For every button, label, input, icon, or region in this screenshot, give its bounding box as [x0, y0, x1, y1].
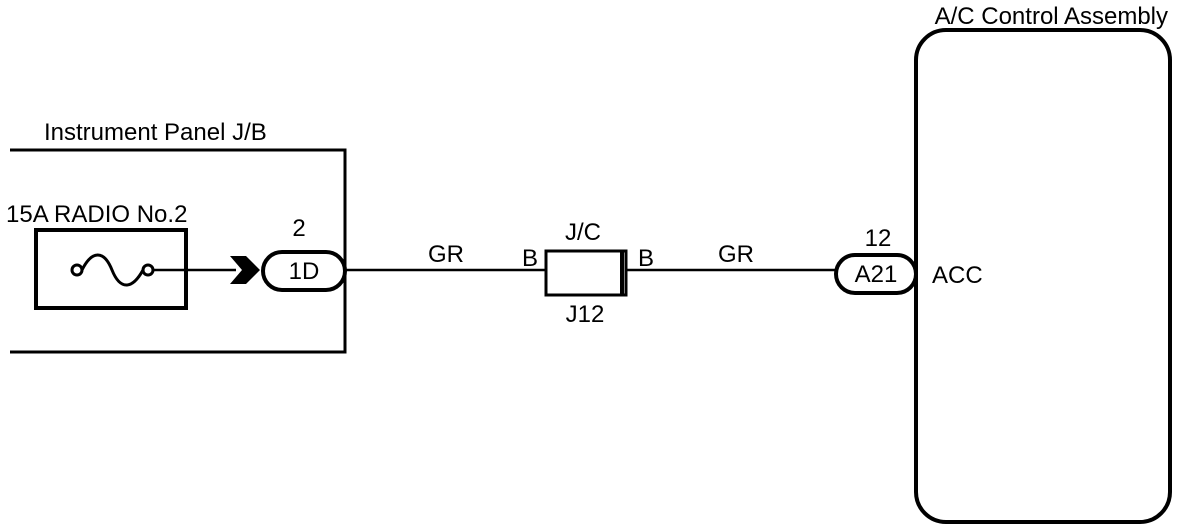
junction-top-label: J/C — [565, 219, 601, 246]
connector-arrow-icon — [230, 256, 260, 284]
junction-connector: J/C B B J12 — [522, 219, 654, 328]
connector-1d-pin: 2 — [292, 215, 305, 242]
fuse-15a-radio: 15A RADIO No.2 — [6, 201, 188, 310]
junction-right-pin: B — [638, 245, 654, 272]
ac-control-title: A/C Control Assembly — [935, 3, 1168, 30]
junction-bottom-label: J12 — [566, 301, 605, 328]
instrument-panel-jb: Instrument Panel J/B — [10, 119, 347, 354]
connector-1d: 2 1D — [261, 215, 347, 292]
connector-1d-label: 1D — [289, 258, 320, 285]
fuse-icon — [70, 253, 155, 287]
ac-control-terminal: ACC — [932, 262, 983, 289]
ac-control-assembly: A/C Control Assembly ACC — [914, 3, 1172, 524]
ac-control-box — [914, 28, 1172, 524]
fuse-label: 15A RADIO No.2 — [6, 201, 187, 228]
wire-gr-left-label: GR — [428, 241, 464, 268]
junction-box — [544, 249, 628, 297]
junction-left-pin: B — [522, 245, 538, 272]
instrument-panel-border — [10, 148, 347, 354]
wire-gr-right-label: GR — [718, 241, 754, 268]
connector-a21-label: A21 — [855, 261, 898, 288]
instrument-panel-title: Instrument Panel J/B — [44, 119, 267, 146]
connector-a21-pin: 12 — [865, 225, 892, 252]
connector-a21: 12 A21 — [834, 225, 918, 295]
